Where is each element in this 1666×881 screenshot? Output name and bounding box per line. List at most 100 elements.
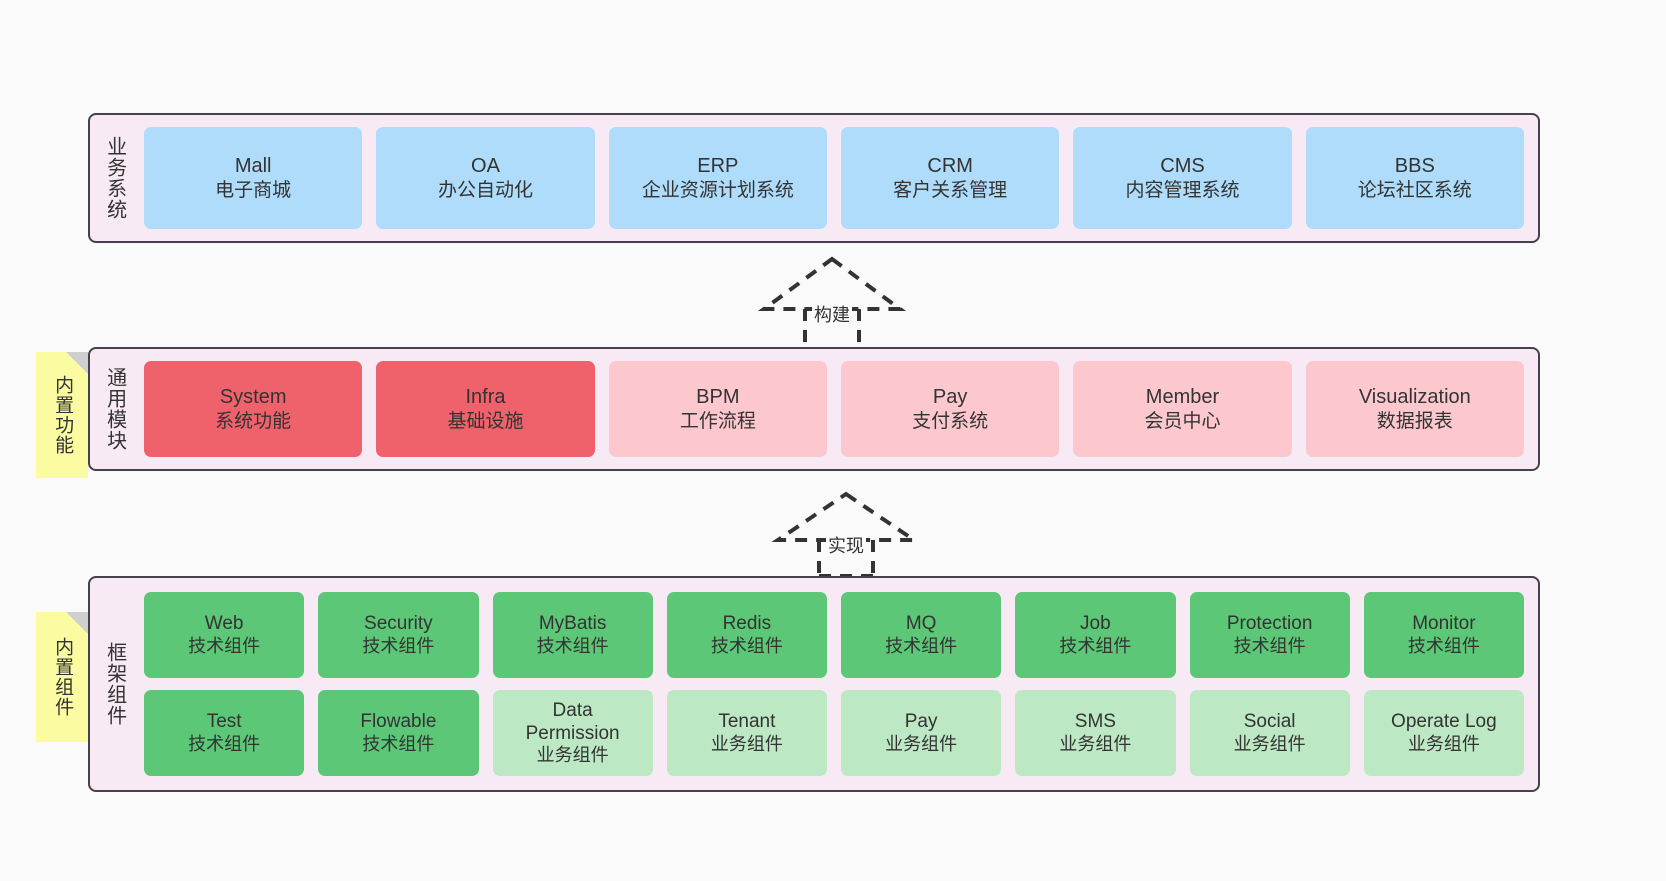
card-title-en: OA (471, 155, 500, 178)
card-title-cn: 技术组件 (188, 733, 261, 754)
card-title-en: Tenant (718, 711, 776, 733)
card-title-en: Social (1243, 711, 1296, 733)
card-title-en: Monitor (1412, 613, 1476, 635)
connector-label-implement: 实现 (826, 532, 866, 558)
card-test[interactable]: Test 技术组件 (144, 690, 305, 776)
card-title-en: BPM (696, 386, 740, 409)
card-title-en: CRM (927, 155, 973, 178)
card-tenant[interactable]: Tenant 业务组件 (666, 690, 827, 776)
card-title-en: BBS (1394, 155, 1435, 178)
card-erp[interactable]: ERP 企业资源计划系统 (608, 127, 827, 229)
card-title-cn: 技术组件 (710, 635, 783, 656)
card-title-en: MyBatis (538, 613, 607, 635)
card-title-cn: 论坛社区系统 (1357, 179, 1472, 201)
card-title-en: Infra (465, 386, 506, 409)
card-mall[interactable]: Mall 电子商城 (144, 127, 363, 229)
card-title-en: Test (206, 711, 242, 733)
card-bbs[interactable]: BBS 论坛社区系统 (1305, 127, 1524, 229)
note-label: 内置功能 (52, 375, 74, 455)
card-title-cn: 办公自动化 (437, 179, 533, 201)
card-data-permission[interactable]: Data Permission 业务组件 (492, 690, 653, 776)
card-title-cn: 系统功能 (215, 410, 292, 432)
framework-row-technical: Web 技术组件 Security 技术组件 MyBatis 技术组件 Redi… (144, 592, 1524, 678)
card-title-en: Pay (904, 711, 938, 733)
card-title-en: Operate Log (1391, 711, 1497, 733)
card-title-cn: 会员中心 (1144, 410, 1221, 432)
card-title-en: Mall (234, 155, 272, 178)
card-title-cn: 业务组件 (1407, 733, 1480, 754)
layer-body-common-modules: System 系统功能 Infra 基础设施 BPM 工作流程 Pay 支付系统… (138, 349, 1538, 469)
card-title-en: Flowable (360, 711, 437, 733)
card-web[interactable]: Web 技术组件 (144, 592, 305, 678)
card-title-cn: 技术组件 (362, 635, 435, 656)
card-title-cn: 技术组件 (536, 635, 609, 656)
card-title-cn: 技术组件 (1233, 635, 1306, 656)
card-title-cn: 内容管理系统 (1125, 179, 1240, 201)
card-bpm[interactable]: BPM 工作流程 (608, 361, 827, 457)
card-title-cn: 业务组件 (1233, 733, 1306, 754)
note-fold-corner (66, 612, 88, 634)
card-title-en: Member (1145, 386, 1220, 409)
card-title-en: SMS (1074, 711, 1116, 733)
card-title-cn: 支付系统 (912, 410, 989, 432)
note-builtin-components: 内置组件 (36, 612, 88, 742)
card-title-cn: 技术组件 (1407, 635, 1480, 656)
card-title-cn: 电子商城 (215, 179, 292, 201)
card-title-cn: 客户关系管理 (893, 179, 1008, 201)
card-security[interactable]: Security 技术组件 (318, 592, 479, 678)
card-title-cn: 企业资源计划系统 (641, 179, 794, 201)
card-title-en: ERP (697, 155, 739, 178)
card-pay-component[interactable]: Pay 业务组件 (841, 690, 1002, 776)
card-member[interactable]: Member 会员中心 (1073, 361, 1292, 457)
card-title-en: MQ (905, 613, 937, 635)
card-title-en: Data Permission (525, 699, 620, 745)
note-label: 内置组件 (52, 637, 74, 717)
card-title-en: Redis (722, 613, 772, 635)
card-title-cn: 技术组件 (885, 635, 958, 656)
card-title-cn: 业务组件 (710, 733, 783, 754)
card-cms[interactable]: CMS 内容管理系统 (1073, 127, 1292, 229)
note-builtin-functions: 内置功能 (36, 352, 88, 478)
card-mq[interactable]: MQ 技术组件 (841, 592, 1002, 678)
card-pay-module[interactable]: Pay 支付系统 (840, 361, 1060, 457)
layer-body-framework-components: Web 技术组件 Security 技术组件 MyBatis 技术组件 Redi… (138, 578, 1538, 790)
card-redis[interactable]: Redis 技术组件 (666, 592, 827, 678)
card-oa[interactable]: OA 办公自动化 (376, 127, 595, 229)
card-flowable[interactable]: Flowable 技术组件 (318, 690, 479, 776)
note-fold-corner (66, 352, 88, 374)
card-title-cn: 业务组件 (1059, 733, 1132, 754)
card-operate-log[interactable]: Operate Log 业务组件 (1363, 690, 1524, 776)
card-sms[interactable]: SMS 业务组件 (1015, 690, 1176, 776)
card-job[interactable]: Job 技术组件 (1015, 592, 1176, 678)
card-system[interactable]: System 系统功能 (144, 361, 363, 457)
card-monitor[interactable]: Monitor 技术组件 (1363, 592, 1524, 678)
layer-common-modules: 通用模块 System 系统功能 Infra 基础设施 BPM 工作流程 Pay… (88, 347, 1540, 471)
card-infra[interactable]: Infra 基础设施 (376, 361, 595, 457)
card-title-cn: 基础设施 (447, 410, 524, 432)
card-social[interactable]: Social 业务组件 (1189, 690, 1350, 776)
card-title-cn: 技术组件 (188, 635, 261, 656)
layer-business-systems: 业务系统 Mall 电子商城 OA 办公自动化 ERP 企业资源计划系统 CRM… (88, 113, 1540, 243)
card-title-en: Web (204, 613, 244, 635)
card-visualization[interactable]: Visualization 数据报表 (1305, 361, 1524, 457)
card-title-en: System (219, 386, 287, 409)
card-crm[interactable]: CRM 客户关系管理 (840, 127, 1060, 229)
framework-row-business: Test 技术组件 Flowable 技术组件 Data Permission … (144, 690, 1524, 776)
card-title-en: Job (1080, 613, 1111, 635)
card-title-en: Security (364, 613, 433, 635)
layer-title-business-systems: 业务系统 (103, 136, 126, 220)
connector-build: 构建 (752, 253, 912, 353)
layer-body-business-systems: Mall 电子商城 OA 办公自动化 ERP 企业资源计划系统 CRM 客户关系… (138, 115, 1538, 241)
card-title-en: CMS (1160, 155, 1205, 178)
card-title-en: Visualization (1358, 386, 1471, 409)
layer-framework-components: 框架组件 Web 技术组件 Security 技术组件 MyBatis 技术组件… (88, 576, 1540, 792)
card-title-en: Protection (1226, 613, 1313, 635)
card-title-cn: 工作流程 (679, 410, 756, 432)
connector-implement: 实现 (766, 488, 926, 578)
layer-title-common-modules: 通用模块 (103, 367, 126, 451)
card-protection[interactable]: Protection 技术组件 (1189, 592, 1350, 678)
card-title-cn: 技术组件 (1059, 635, 1132, 656)
card-title-cn: 数据报表 (1376, 410, 1453, 432)
card-mybatis[interactable]: MyBatis 技术组件 (492, 592, 653, 678)
